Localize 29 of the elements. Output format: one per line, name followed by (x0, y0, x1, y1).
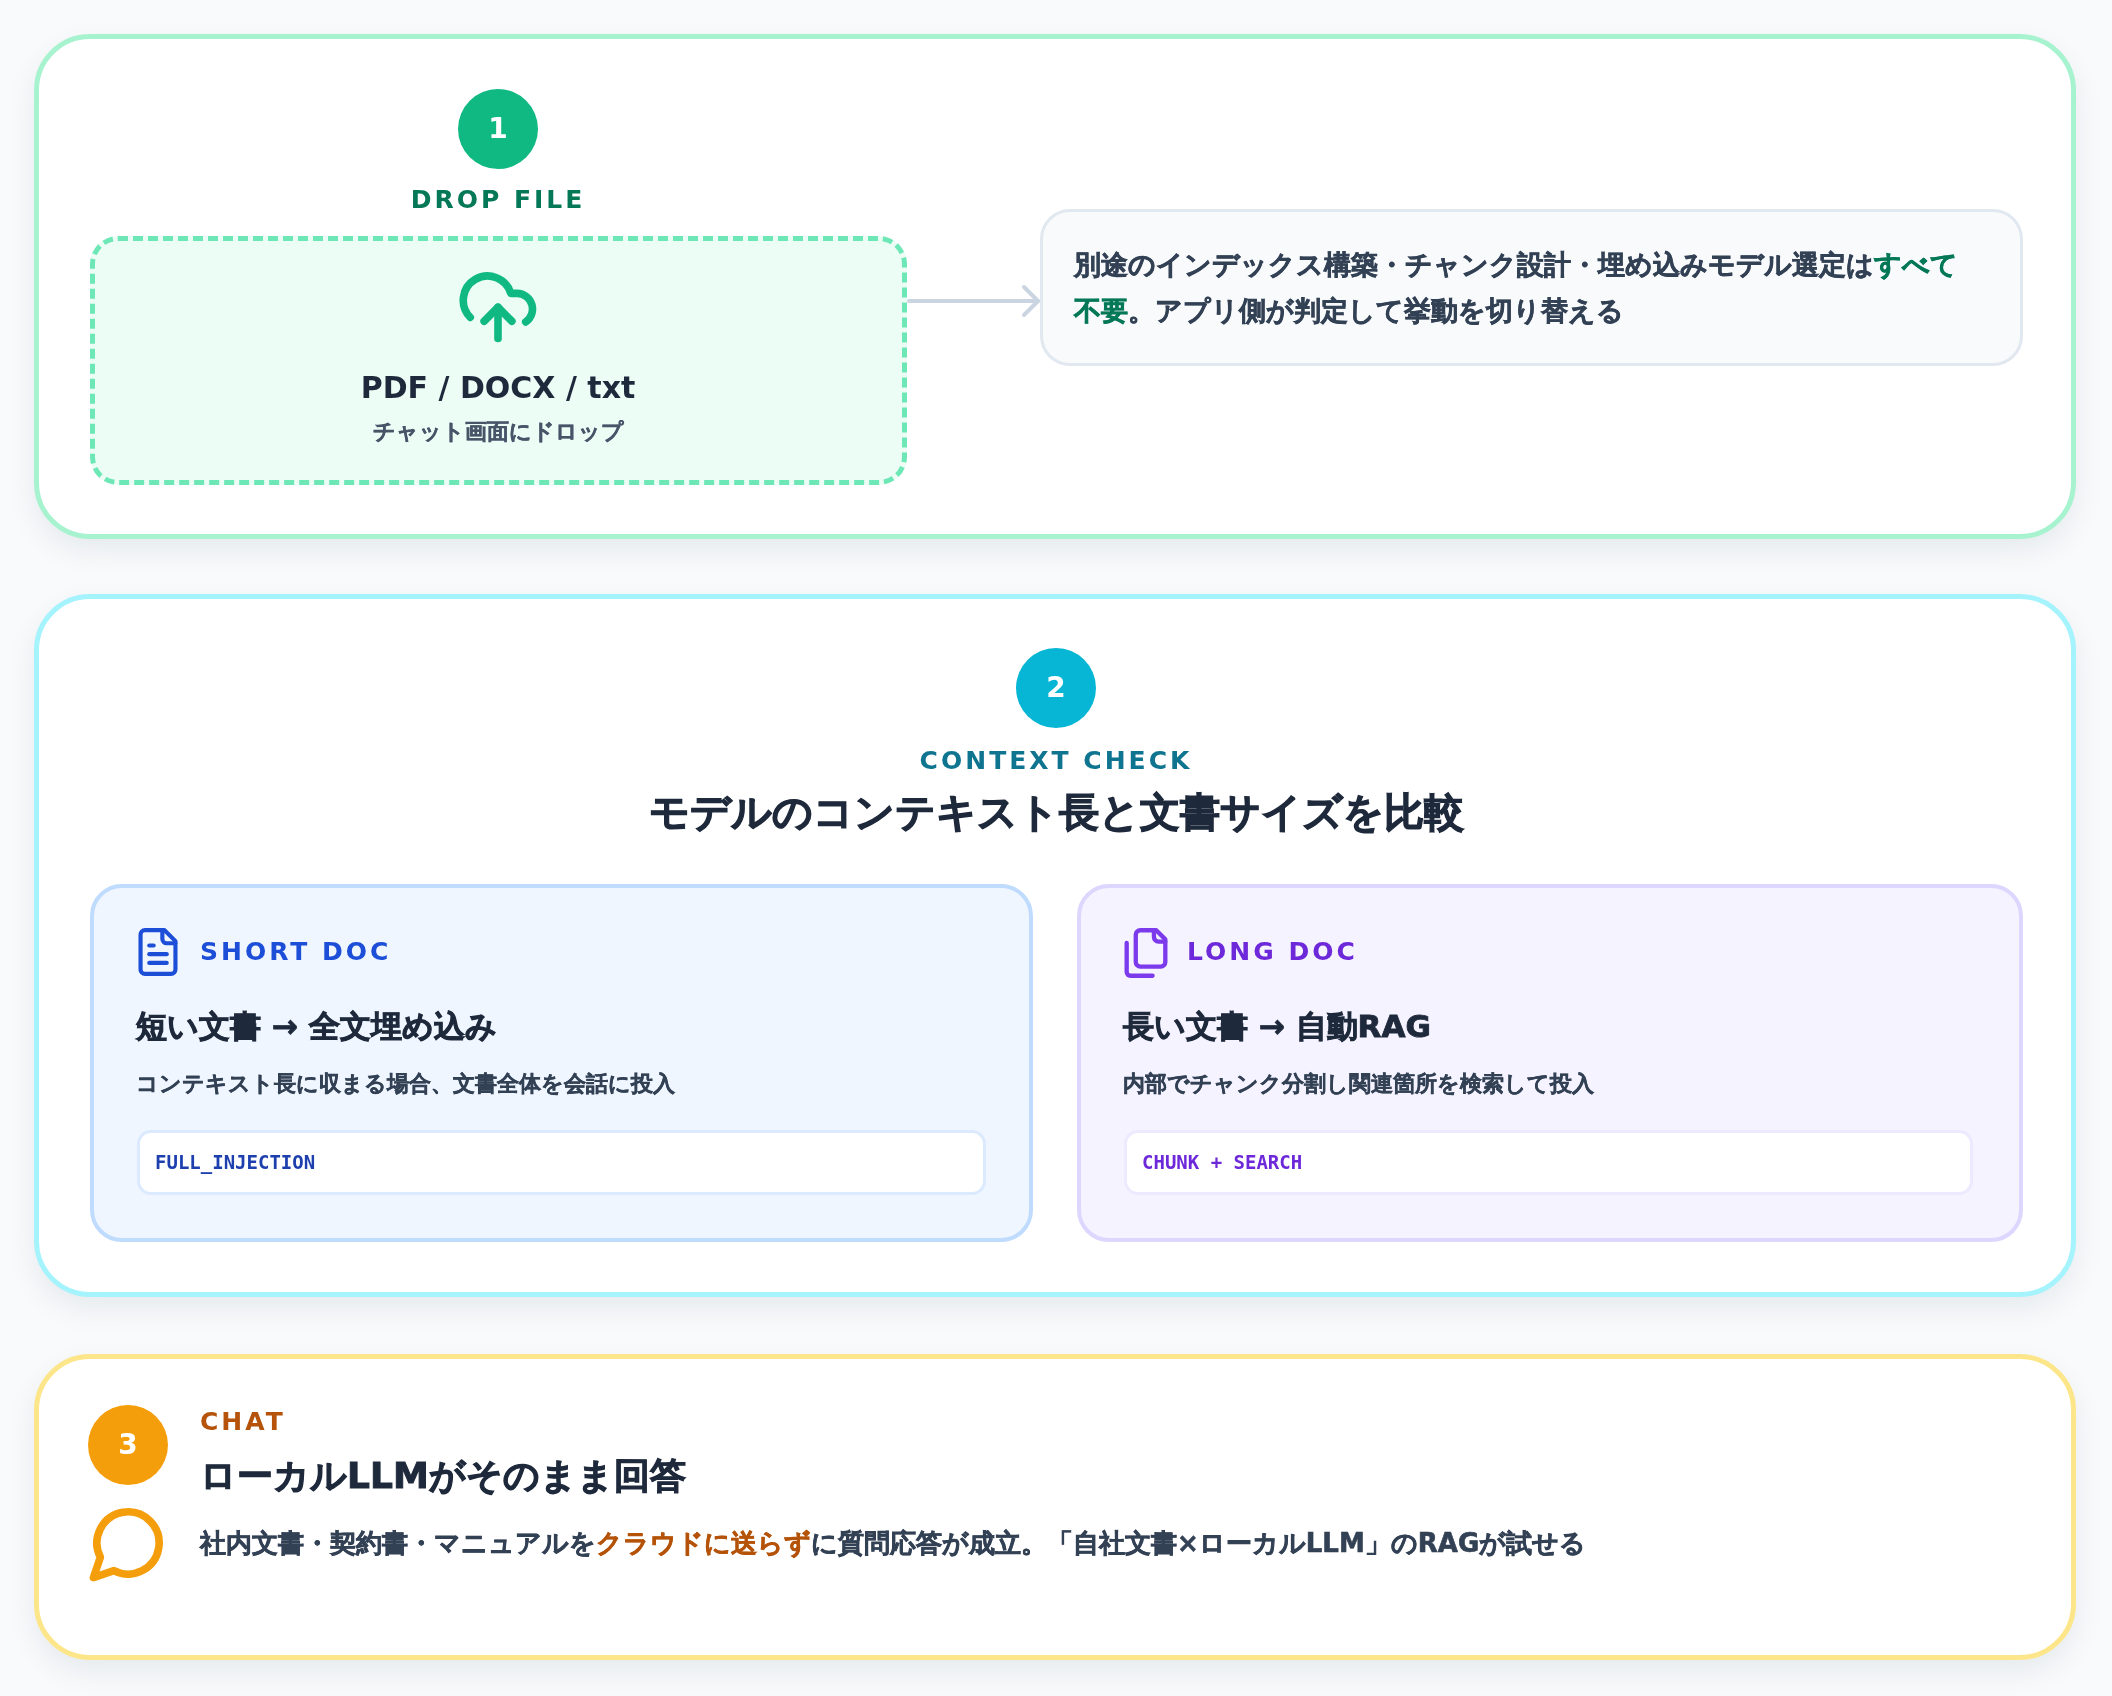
mode-code: CHUNK + SEARCH (1142, 1150, 1303, 1175)
note-card (1040, 209, 2023, 366)
step-number: 2 (1016, 648, 1096, 728)
card-label: SHORT DOC (200, 936, 392, 968)
card-description: 内部でチャンク分割し関連箇所を検索して投入 (1123, 1070, 1594, 1098)
step-label: DROP FILE (410, 184, 586, 216)
card-description: コンテキスト長に収まる場合、文書全体を会話に投入 (136, 1070, 675, 1098)
mode-tag (137, 1130, 986, 1195)
step-panel (34, 34, 2076, 539)
mode-code: FULL_INJECTION (155, 1150, 316, 1176)
body-text: 社内文書・契約書・マニュアルをクラウドに送らずに質問応答が成立。「自社文書×ローカルLLM」のRAGが試せる (200, 1527, 1587, 1560)
step-panel (34, 594, 2076, 1297)
step-number: 1 (458, 89, 538, 169)
file-types: PDF / DOCX / txt (360, 369, 636, 407)
option-card (1077, 884, 2023, 1242)
step-label: CONTEXT CHECK (919, 745, 1193, 777)
drop-zone (90, 236, 907, 485)
section-heading: ローカルLLMがそのまま回答 (200, 1454, 686, 1498)
step-label: CHAT (200, 1406, 286, 1438)
step-number: 3 (88, 1405, 168, 1485)
card-label: LONG DOC (1187, 936, 1358, 968)
arrow (907, 285, 1040, 317)
note-text: 別途のインデックス構築・チャンク設計・埋め込みモデル選定はすべて不要。アプリ側が判定して挙動を切り替える (1074, 248, 1959, 328)
card-title: 長い文書 → 自動RAG (1123, 1007, 1431, 1046)
option-card (90, 884, 1033, 1242)
card-title: 短い文書 → 全文埋め込み (136, 1007, 497, 1046)
section-heading: モデルのコンテキスト長と文書サイズを比較 (648, 788, 1464, 837)
drop-hint: チャット画面にドロップ (372, 418, 624, 446)
step-panel (34, 1354, 2076, 1660)
